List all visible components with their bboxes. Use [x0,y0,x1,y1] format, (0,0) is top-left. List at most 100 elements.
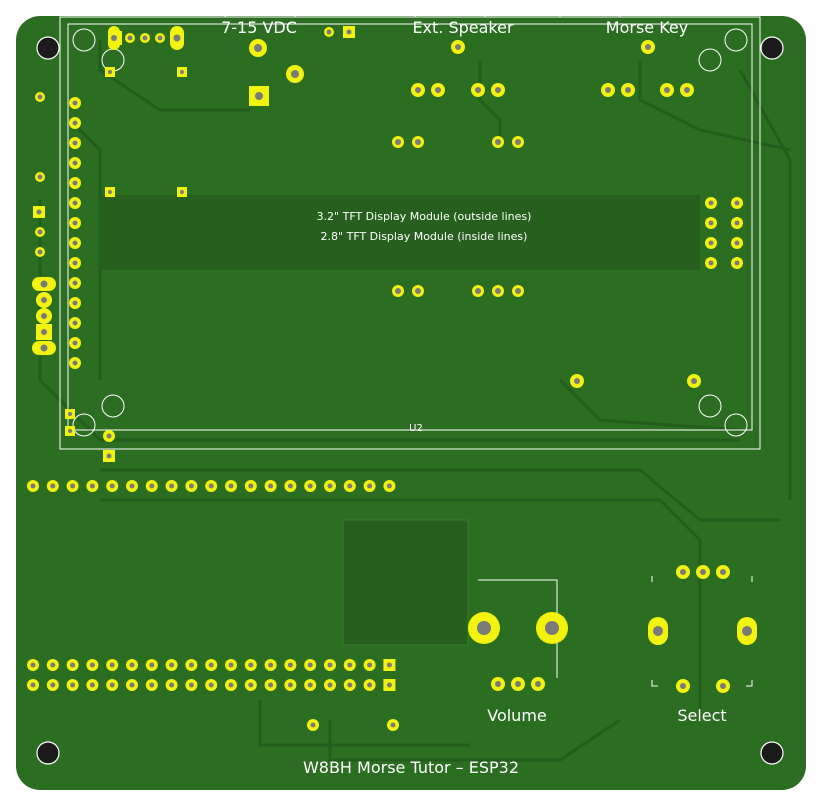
drill-hole [169,682,175,688]
drill-hole [415,139,421,145]
drill-hole [310,722,316,728]
drill-hole [70,483,76,489]
drill-hole [475,87,481,93]
drill-hole [72,200,78,206]
drill-hole [36,209,42,215]
drill-hole [495,87,501,93]
drill-hole [248,682,254,688]
drill-hole [41,313,47,319]
drill-hole [742,626,752,636]
drill-hole [108,70,112,74]
drill-hole [40,280,48,288]
drill-hole [515,139,521,145]
drill-hole [208,682,214,688]
drill-hole [68,429,72,433]
drill-hole [495,139,501,145]
drill-hole [50,662,56,668]
drill-hole [180,190,184,194]
drill-hole [169,483,175,489]
mounting-holes [36,36,784,765]
drill-hole [248,483,254,489]
drill-hole [255,92,263,100]
drill-hole [208,483,214,489]
drill-hole [129,483,135,489]
drill-hole [475,288,481,294]
drill-hole [346,29,352,35]
drill-hole [327,682,333,688]
drill-hole [89,682,95,688]
drill-hole [106,453,112,459]
drill-hole [347,682,353,688]
drill-hole [127,35,133,41]
drill-hole [50,483,56,489]
drill-hole [108,190,112,194]
drill-hole [684,87,690,93]
drill-hole [40,344,48,352]
drill-hole [327,483,333,489]
display-ref: U2 [409,423,423,434]
drill-hole [515,288,521,294]
drill-hole [386,662,392,668]
drill-hole [157,35,163,41]
drill-hole [395,288,401,294]
drill-hole [37,229,43,235]
drill-hole [734,240,740,246]
drill-hole [188,483,194,489]
drill-hole [367,662,373,668]
drill-hole [415,87,421,93]
drill-hole [291,70,299,78]
drill-hole [72,320,78,326]
drill-hole [142,35,148,41]
drill-hole [72,120,78,126]
drill-hole [37,249,43,255]
drill-hole [72,140,78,146]
drill-hole [72,240,78,246]
drill-hole [50,682,56,688]
select-label: Select [677,706,726,725]
drill-hole [228,682,234,688]
display-line-1: 3.2" TFT Display Module (outside lines) [317,210,532,223]
drill-hole [700,569,706,575]
drill-hole [106,433,112,439]
drill-hole [254,44,262,52]
drill-hole [347,662,353,668]
drill-hole [734,200,740,206]
drill-hole [708,220,714,226]
drill-hole [477,621,491,635]
display-band [100,195,700,270]
drill-hole [68,412,72,416]
drill-hole [605,87,611,93]
drill-hole [109,662,115,668]
drill-hole [70,682,76,688]
drill-hole [287,682,293,688]
drill-hole [228,662,234,668]
drill-hole [72,340,78,346]
drill-hole [495,681,501,687]
drill-hole [386,682,392,688]
drill-hole [515,681,521,687]
drill-hole [149,662,155,668]
drill-hole [111,35,117,41]
drill-hole [326,29,332,35]
drill-hole [109,483,115,489]
drill-hole [734,260,740,266]
drill-hole [691,378,697,384]
drill-hole [307,682,313,688]
drill-hole [30,682,36,688]
morse-key-label: Morse Key [606,18,688,37]
drill-hole [268,483,274,489]
drill-hole [72,180,78,186]
drill-hole [30,662,36,668]
pads [27,26,757,731]
drill-hole [347,483,353,489]
drill-hole [625,87,631,93]
drill-hole [30,483,36,489]
drill-hole [455,44,461,50]
drill-hole [535,681,541,687]
drill-hole [545,621,559,635]
drill-hole [708,200,714,206]
drill-hole [708,240,714,246]
display-outline [59,16,761,450]
drill-hole [708,260,714,266]
